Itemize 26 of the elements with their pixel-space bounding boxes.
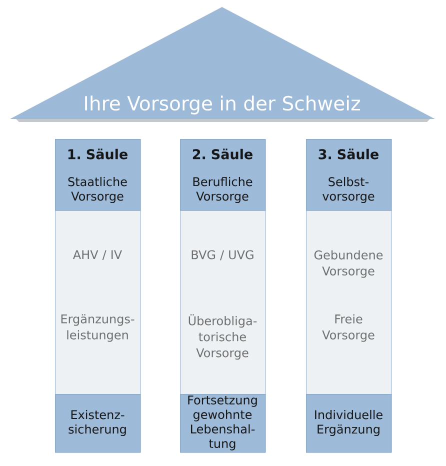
pillar-header bbox=[55, 139, 141, 211]
pillar-header bbox=[180, 139, 266, 211]
pillar-subtitle: Berufliche Vorsorge bbox=[193, 176, 252, 204]
pillar-title: 3. Säule bbox=[318, 148, 378, 160]
roof-triangle bbox=[10, 7, 435, 122]
shaft-text: Ergänzungs- leistungen bbox=[61, 314, 134, 342]
pillar-base bbox=[306, 394, 392, 453]
shaft-text: BVG / UVG bbox=[192, 250, 254, 260]
pillar-base bbox=[180, 394, 266, 453]
pillar-subtitle: Staatliche Vorsorge bbox=[68, 176, 127, 204]
roof-label: Ihre Vorsorge in der Schweiz bbox=[85, 96, 360, 114]
pillar-shaft bbox=[180, 210, 266, 395]
pillar-shaft bbox=[55, 210, 141, 395]
base-text: Individuelle Ergänzung bbox=[315, 410, 382, 436]
base-text: Existenz- sicherung bbox=[68, 410, 126, 436]
shaft-text: AHV / IV bbox=[72, 250, 122, 260]
shaft-text: Freie Vorsorge bbox=[322, 314, 374, 342]
pillar-header bbox=[306, 139, 392, 211]
base-text: Fortsetzung gewohnte Lebenshal- tung bbox=[188, 396, 257, 450]
pillar-base bbox=[55, 394, 141, 453]
pillar-title: 1. Säule bbox=[68, 148, 128, 160]
pillar-subtitle: Selbst- vorsorge bbox=[322, 176, 374, 204]
pillar-shaft bbox=[306, 210, 392, 395]
shaft-text: Gebundene Vorsorge bbox=[314, 250, 383, 278]
pillar-title: 2. Säule bbox=[192, 148, 252, 160]
shaft-text: Überobliga- torische Vorsorge bbox=[188, 314, 257, 360]
